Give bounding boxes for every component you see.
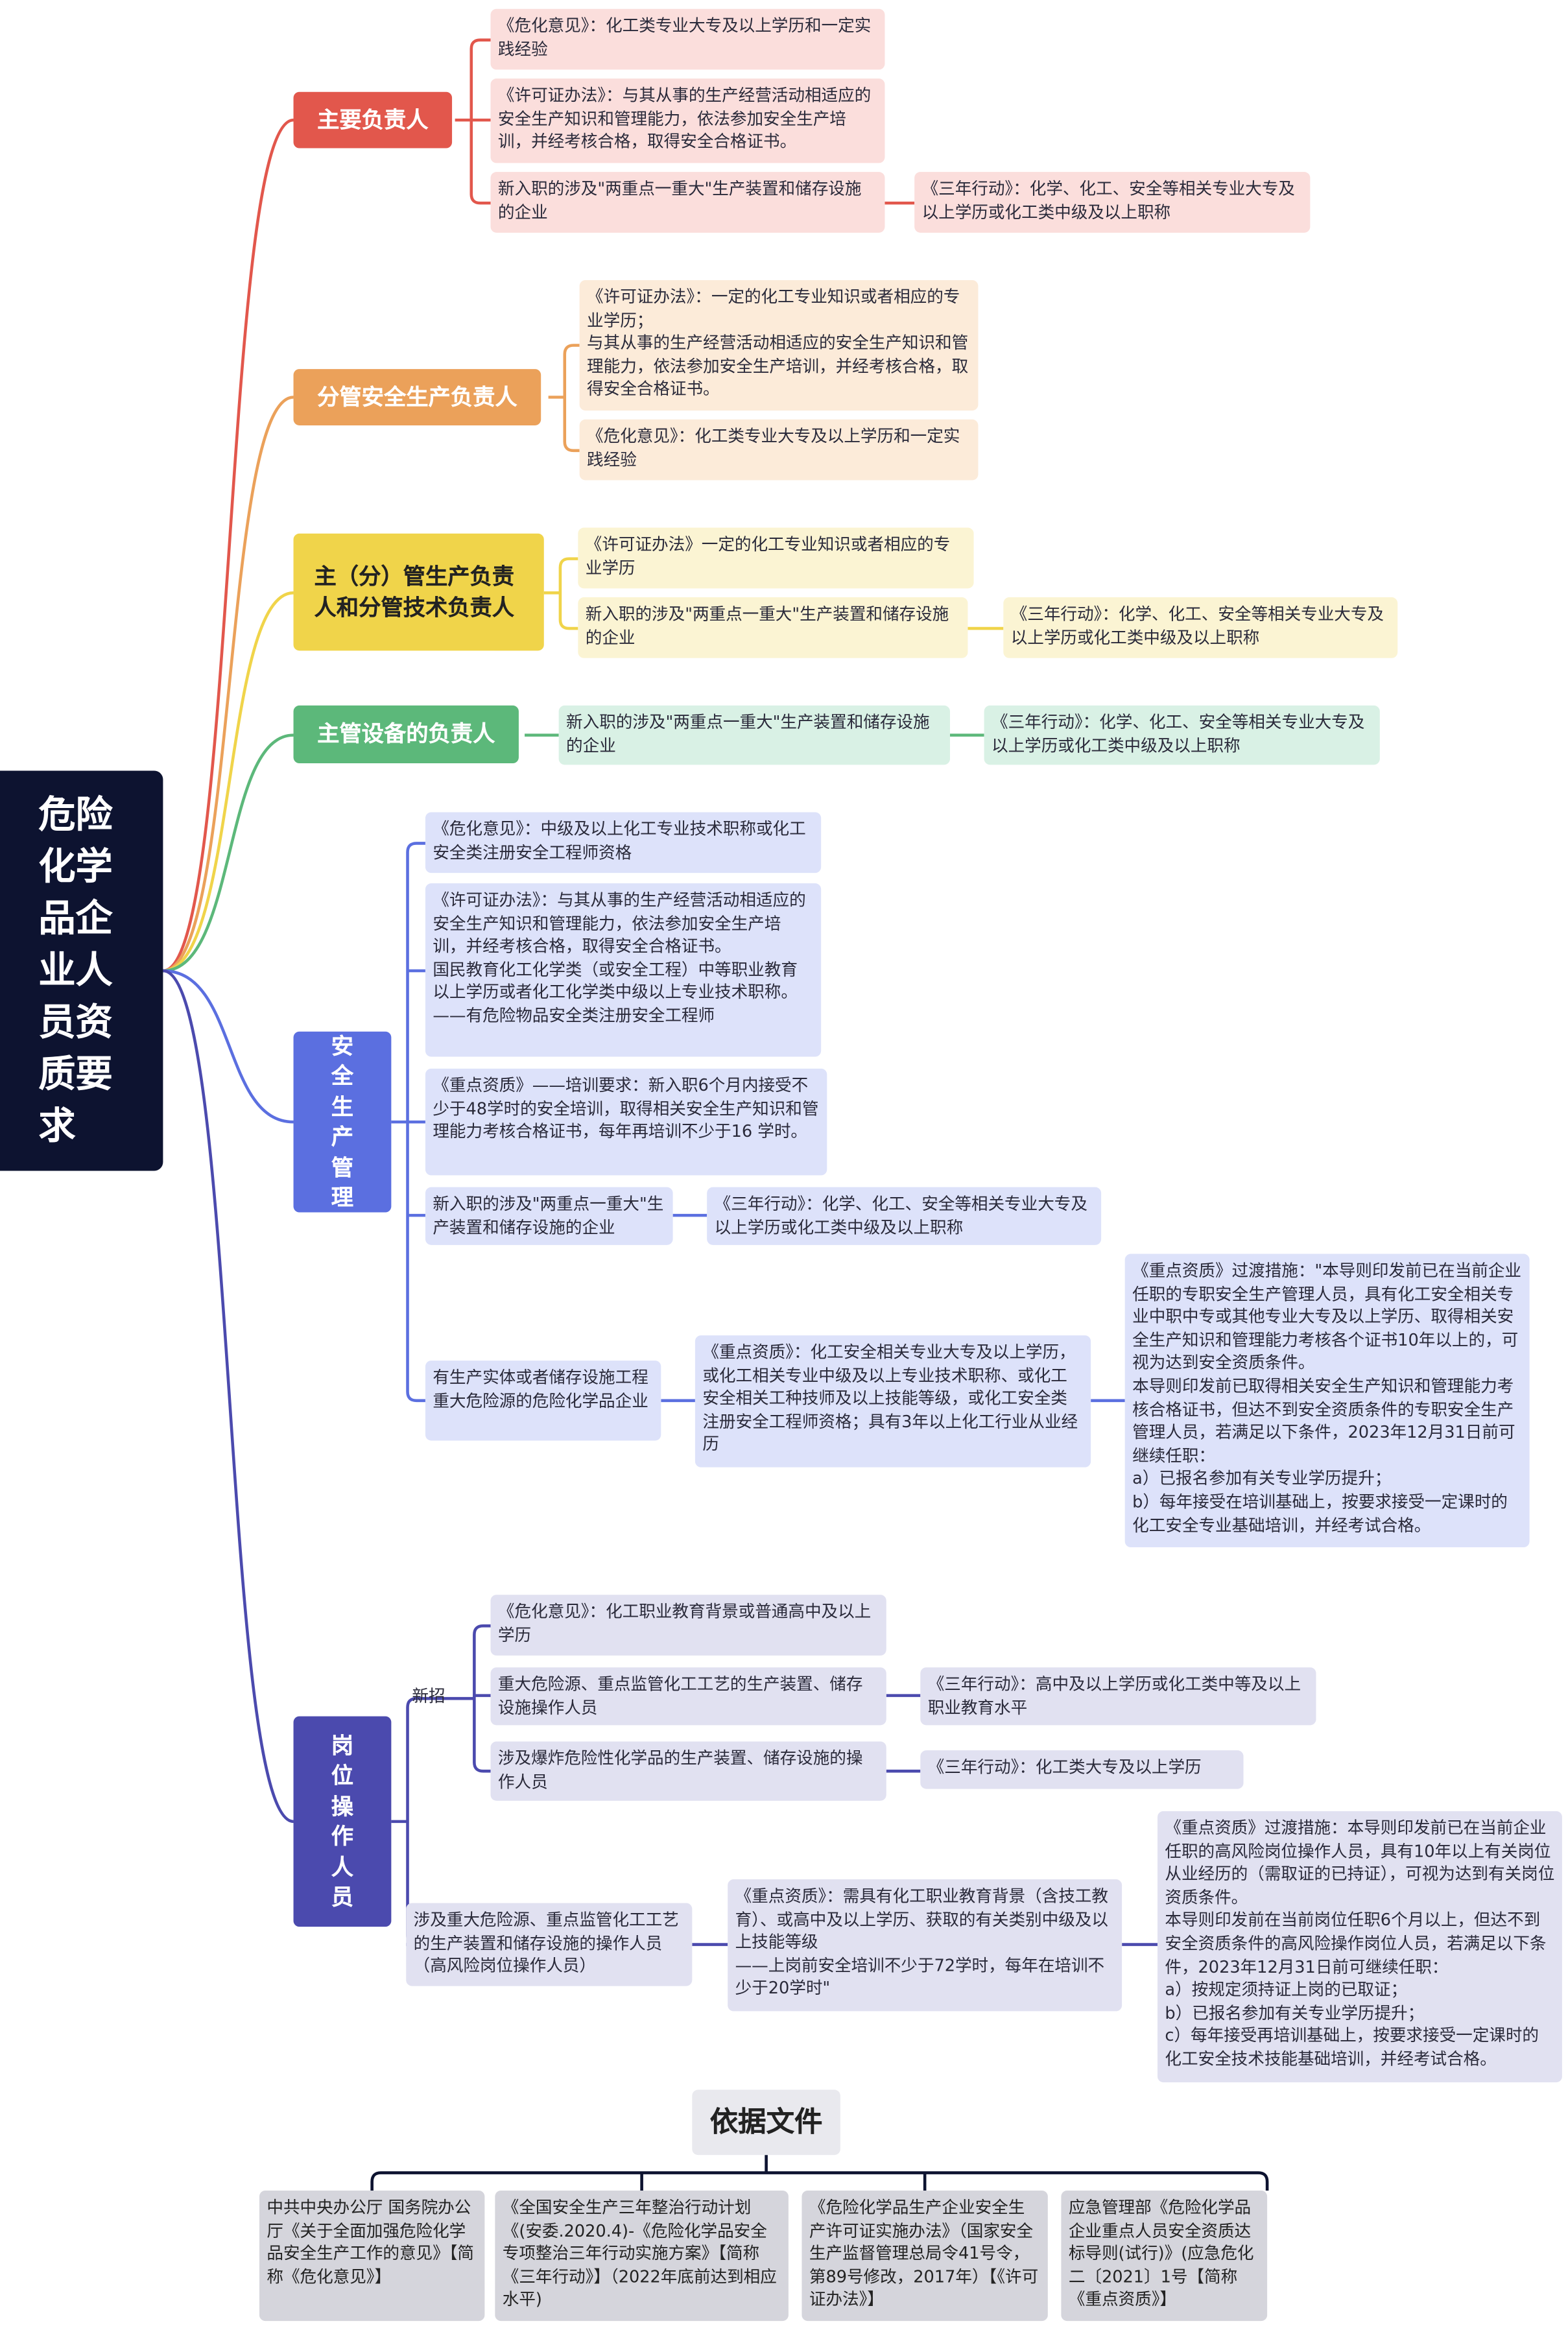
branch-main-responsible[interactable]: 主要负责人 — [293, 91, 453, 149]
node[interactable]: 有生产实体或者储存设施工程重大危险源的危险化学品企业 — [425, 1361, 661, 1441]
node[interactable]: 新入职的涉及"两重点一重大"生产装置和储存设施的企业 — [558, 705, 951, 765]
node[interactable]: 新入职的涉及"两重点一重大"生产装置和储存设施的企业 — [578, 597, 968, 658]
node[interactable]: 《重点资质》：化工安全相关专业大专及以上学历，或化工相关专业中级及以上专业技术职… — [695, 1335, 1091, 1468]
reference-doc[interactable]: 中共中央办公厅 国务院办公厅《关于全面加强危险化学品安全生产工作的意见》【简称《… — [259, 2190, 485, 2322]
node[interactable]: 《重点资质》——培训要求：新入职6个月内接受不少于48学时的安全培训，取得相关安… — [425, 1068, 827, 1176]
node[interactable]: 涉及爆炸危险性化学品的生产装置、储存设施的操作人员 — [490, 1741, 886, 1801]
node[interactable]: 《重点资质》过渡措施：本导则印发前已在当前企业任职的高风险岗位操作人员，具有10… — [1157, 1811, 1562, 2083]
node[interactable]: 《三年行动》：化学、化工、安全等相关专业大专及以上学历或化工类中级及以上职称 — [914, 172, 1311, 233]
reference-doc[interactable]: 应急管理部《危险化学品企业重点人员安全资质达标导则(试行)》(应急危化二〔202… — [1061, 2190, 1268, 2322]
node[interactable]: 《许可证办法》：与其从事的生产经营活动相适应的安全生产知识和管理能力，依法参加安… — [490, 78, 885, 163]
reference-doc[interactable]: 《全国安全生产三年整治行动计划《(安委.2020.4)-《危险化学品安全专项整治… — [495, 2190, 789, 2322]
node[interactable]: 《许可证办法》一定的化工专业知识或者相应的专业学历 — [578, 527, 974, 589]
reference-doc[interactable]: 《危险化学品生产企业安全生产许可证实施办法》（国家安全生产监督管理总局令41号令… — [802, 2190, 1048, 2322]
sub-branch-new-hire[interactable]: 新招 — [412, 1686, 445, 1706]
branch-safety-manager[interactable]: 专职安全生产管理人员 — [293, 971, 392, 1272]
node[interactable]: 《重点资质》：需具有化工职业教育背景（含技工教育）、或高中及以上学历、获取的有关… — [728, 1879, 1123, 2012]
node[interactable]: 《危化意见》：化工类专业大专及以上学历和一定实践经验 — [490, 8, 885, 70]
node[interactable]: 《危化意见》：中级及以上化工专业技术职称或化工安全类注册安全工程师资格 — [425, 812, 822, 874]
node[interactable]: 《三年行动》：化工类大专及以上学历 — [920, 1750, 1244, 1789]
node[interactable]: 《危化意见》：化工类专业大专及以上学历和一定实践经验 — [579, 419, 979, 481]
branch-label: 岗位操作人员 — [331, 1731, 354, 1911]
node[interactable]: 《三年行动》：高中及以上学历或化工类中等及以上职业教育水平 — [920, 1667, 1316, 1726]
node[interactable]: 新入职的涉及"两重点一重大"生产装置和储存设施的企业 — [425, 1187, 673, 1245]
branch-label: 专职安全生产管理人员 — [331, 971, 354, 1272]
node[interactable]: 《三年行动》：化学、化工、安全等相关专业大专及以上学历或化工类中级及以上职称 — [984, 705, 1380, 765]
node[interactable]: 《许可证办法》：与其从事的生产经营活动相适应的安全生产知识和管理能力，依法参加安… — [425, 883, 822, 1057]
branch-safety-deputy[interactable]: 分管安全生产负责人 — [293, 369, 541, 425]
node[interactable]: 涉及重大危险源、重点监管化工工艺的生产装置和储存设施的操作人员（高风险岗位操作人… — [406, 1903, 693, 1986]
node[interactable]: 《许可证办法》：一定的化工专业知识或者相应的专业学历； 与其从事的生产经营活动相… — [579, 279, 979, 411]
branch-equipment-head[interactable]: 主管设备的负责人 — [293, 705, 519, 764]
node[interactable]: 《三年行动》：化学、化工、安全等相关专业大专及以上学历或化工类中级及以上职称 — [707, 1187, 1102, 1245]
node[interactable]: 《重点资质》过渡措施："本导则印发前已在当前企业任职的专职安全生产管理人员，具有… — [1124, 1254, 1530, 1548]
node[interactable]: 新入职的涉及"两重点一重大"生产装置和储存设施的企业 — [490, 172, 885, 233]
node[interactable]: 《三年行动》：化学、化工、安全等相关专业大专及以上学历或化工类中级及以上职称 — [1003, 597, 1398, 658]
branch-production-tech-deputy[interactable]: 主（分）管生产负责人和分管技术负责人 — [293, 533, 544, 651]
references-title[interactable]: 依据文件 — [692, 2089, 840, 2156]
node[interactable]: 重大危险源、重点监管化工工艺的生产装置、储存设施操作人员 — [490, 1667, 886, 1726]
branch-operators[interactable]: 岗位操作人员 — [293, 1716, 392, 1927]
root-topic[interactable]: 危险化学品企业人员资质要求 — [0, 770, 163, 1171]
node[interactable]: 《危化意见》：化工职业教育背景或普通高中及以上学历 — [490, 1595, 886, 1656]
